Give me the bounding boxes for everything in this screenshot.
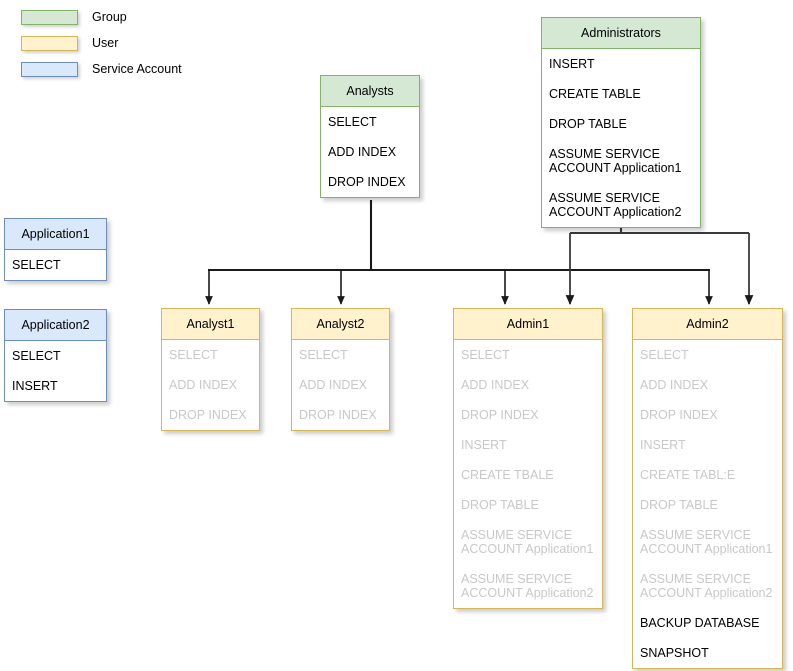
node-analyst1[interactable]: Analyst1 SELECT ADD INDEX DROP INDEX	[161, 308, 260, 431]
legend-item-service-account: Service Account	[21, 58, 182, 80]
permission-direct: SELECT	[12, 349, 61, 363]
node-analysts[interactable]: Analysts SELECT ADD INDEX DROP INDEX	[320, 75, 420, 198]
node-analyst1-title: Analyst1	[161, 308, 260, 339]
permission-direct: DROP TABLE	[549, 117, 627, 131]
edge-analysts-trunk	[208, 200, 710, 272]
node-administrators-title: Administrators	[541, 17, 701, 48]
node-application1-title: Application1	[4, 218, 107, 249]
permission-direct: BACKUP DATABASE	[640, 616, 760, 630]
node-analysts-permissions: SELECT ADD INDEX DROP INDEX	[320, 106, 420, 198]
node-admin2[interactable]: Admin2 SELECT ADD INDEX DROP INDEX INSERT CR…	[632, 308, 783, 669]
permission-inherited: ADD INDEX	[299, 378, 368, 392]
permission-inherited: CREATE TBALE	[461, 468, 554, 482]
node-administrators-permissions: INSERT CREATE TABLE DROP TABLE ASSUME SERVI…	[541, 48, 701, 228]
permission-inherited: ADD INDEX	[461, 378, 530, 392]
permission-inherited: SELECT	[169, 348, 218, 362]
legend-swatch-service-account-icon	[21, 61, 78, 77]
permission-inherited: DROP INDEX	[640, 408, 718, 422]
legend-swatch-group-icon	[21, 9, 78, 25]
permission-inherited: INSERT	[461, 438, 507, 452]
permission-direct: INSERT	[12, 379, 58, 393]
permission-inherited: ASSUME SERVICE ACCOUNT Application2	[640, 572, 773, 600]
node-admin2-permissions: SELECT ADD INDEX DROP INDEX INSERT CREATE TA…	[632, 339, 783, 669]
permission-inherited: INSERT	[640, 438, 686, 452]
permission-inherited: DROP TABLE	[461, 498, 539, 512]
permission-inherited: SELECT	[461, 348, 510, 362]
legend-label-user: User	[92, 36, 119, 50]
permission-inherited: DROP INDEX	[461, 408, 539, 422]
permission-direct: SELECT	[328, 115, 377, 129]
permission-direct: DROP INDEX	[328, 175, 406, 189]
permission-inherited: SELECT	[299, 348, 348, 362]
permission-direct: CREATE TABLE	[549, 87, 641, 101]
permission-direct: ASSUME SERVICE ACCOUNT Application2	[549, 191, 682, 219]
permission-direct: INSERT	[549, 57, 595, 71]
legend-item-group: Group	[21, 6, 182, 28]
node-application2-permissions: SELECT INSERT	[4, 340, 107, 402]
permission-direct: SELECT	[12, 258, 61, 272]
legend-label-service-account: Service Account	[92, 62, 182, 76]
node-application1-permissions: SELECT	[4, 249, 107, 281]
permission-direct: ASSUME SERVICE ACCOUNT Application1	[549, 147, 682, 175]
permission-inherited: CREATE TABL:E	[640, 468, 736, 482]
permission-inherited: ADD INDEX	[640, 378, 709, 392]
permission-inherited: DROP INDEX	[299, 408, 377, 422]
permission-inherited: DROP INDEX	[169, 408, 247, 422]
node-analyst1-permissions: SELECT ADD INDEX DROP INDEX	[161, 339, 260, 431]
edge-administrators-to-admins	[565, 233, 754, 305]
legend-item-user: User	[21, 32, 182, 54]
permission-inherited: ADD INDEX	[169, 378, 238, 392]
node-analyst2-title: Analyst2	[291, 308, 390, 339]
node-admin1-permissions: SELECT ADD INDEX DROP INDEX INSERT CREATE TB…	[453, 339, 603, 609]
node-analyst2[interactable]: Analyst2 SELECT ADD INDEX DROP INDEX	[291, 308, 390, 431]
node-application2[interactable]: Application2 SELECT INSERT	[4, 309, 107, 402]
node-administrators[interactable]: Administrators INSERT CREATE TABLE DROP TA…	[541, 17, 701, 228]
legend: Group User Service Account	[21, 6, 182, 84]
edge-analysts-to-users	[205, 270, 713, 305]
node-analysts-title: Analysts	[320, 75, 420, 106]
node-admin1[interactable]: Admin1 SELECT ADD INDEX DROP INDEX INSERT CR…	[453, 308, 603, 609]
permission-inherited: ASSUME SERVICE ACCOUNT Application1	[461, 528, 594, 556]
node-application1[interactable]: Application1 SELECT	[4, 218, 107, 281]
permission-direct: ADD INDEX	[328, 145, 397, 159]
node-admin1-title: Admin1	[453, 308, 603, 339]
permission-inherited: DROP TABLE	[640, 498, 718, 512]
legend-swatch-user-icon	[21, 35, 78, 51]
legend-label-group: Group	[92, 10, 127, 24]
permission-inherited: SELECT	[640, 348, 689, 362]
permission-inherited: ASSUME SERVICE ACCOUNT Application1	[640, 528, 773, 556]
node-application2-title: Application2	[4, 309, 107, 340]
node-admin2-title: Admin2	[632, 308, 783, 339]
permission-direct: SNAPSHOT	[640, 646, 709, 660]
node-analyst2-permissions: SELECT ADD INDEX DROP INDEX	[291, 339, 390, 431]
permission-inherited: ASSUME SERVICE ACCOUNT Application2	[461, 572, 594, 600]
